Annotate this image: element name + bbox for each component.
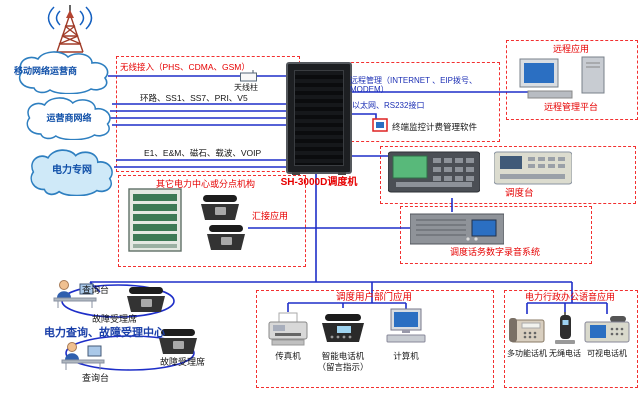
smart-phone-sublabel: （留言指示） [317,362,369,372]
dispatch-switch-rack [286,62,352,175]
antenna-pole-device [240,70,258,82]
antenna-pole-label: 天线柱 [234,83,258,92]
recording-system-label: 调度话务数字录音系统 [449,247,540,257]
remote-platform-label: 远程管理平台 [543,102,598,112]
fault-desk-1-label: 故障受理席 [92,314,138,324]
office-voice-title: 电力行政办公语音应用 [524,292,615,302]
fault-desk-2-label: 故障受理席 [160,357,206,367]
other-centers-label: 其它电力中心或分点机构 [156,179,256,189]
software-box-icon [372,118,388,132]
fax-label: 传真机 [275,351,301,361]
dept-applications-title: 调度用户部门应用 [335,292,412,303]
video-phone-label: 可视电话机 [587,349,627,358]
frame-office-voice [504,290,638,388]
rack-front-door [294,70,344,166]
cloud-mobile-operator-label: 移动网络运营商 [14,66,78,76]
dispatch-console-white-image [494,150,572,186]
frame-dept-applications [256,290,494,388]
query-desk-2-label: 查询台 [82,373,110,383]
cordless-phone-label: 无绳电话 [549,349,581,358]
rack-label: SH-3000D调度机 [280,177,358,188]
tandem-application-label: 汇接应用 [252,211,289,221]
remote-management-label: 远程管理（INTERNET 、EIP拨号、MODEM） [350,76,477,95]
operator-desk-2-image [58,340,106,372]
cloud-carrier-network [22,96,116,140]
rack-foot-left [292,172,300,175]
dispatch-console-label: 调度台 [505,188,534,199]
smart-phone-image [318,308,368,348]
multi-function-phone-image [508,314,546,346]
frame-other-centers [118,175,306,267]
frame-remote-platform [506,40,638,120]
remote-application-label: 远程应用 [552,44,589,54]
trunk-lines-label: 环路、SS1、SS7、PRI、V5 [140,93,248,103]
pbx-cabinet-image [128,188,182,252]
cloud-carrier-network-label: 运营商网络 [46,113,92,123]
frame-recording-system [400,206,592,264]
cloud-power-private-network-label: 电力专网 [52,165,92,176]
dispatch-console-green-image [388,150,480,194]
computer-image [380,308,432,348]
cordless-phone-image [552,312,578,346]
e1-links-label: E1、E&M、磁石、载波、VOIP [144,148,262,158]
query-desk-1-label: 查询台 [82,285,110,295]
operator-desk-1-image [50,278,98,310]
terminal-software-label: 终端监控计费管理软件 [392,122,478,132]
ethernet-rs232-label: 以太网、RS232接口 [352,101,425,110]
cloud-power-private-network [26,148,118,196]
wireless-access-label: 无线接入（PHS、CDMA、GSM） [120,62,250,72]
frame-dispatch-console [380,146,636,204]
fax-machine-image [266,312,310,348]
cloud-mobile-operator [14,50,114,94]
video-phone-image [584,314,630,346]
rack-foot-right [338,172,346,175]
tandem-phone-2-image [204,222,248,252]
computer-label: 计算机 [393,351,419,361]
smart-phone-label: 智能电话机 [321,351,365,361]
tandem-phone-1-image [198,192,242,222]
remote-computer-image [518,55,608,101]
fault-phone-1-image [124,284,168,314]
multi-function-phone-label: 多功能话机 [507,349,547,358]
voice-recorder-image [410,212,504,246]
cell-tower-icon [30,4,110,54]
fault-phone-2-image [156,326,200,356]
query-center-title: 电力查询、故障受理中心 [44,327,165,339]
